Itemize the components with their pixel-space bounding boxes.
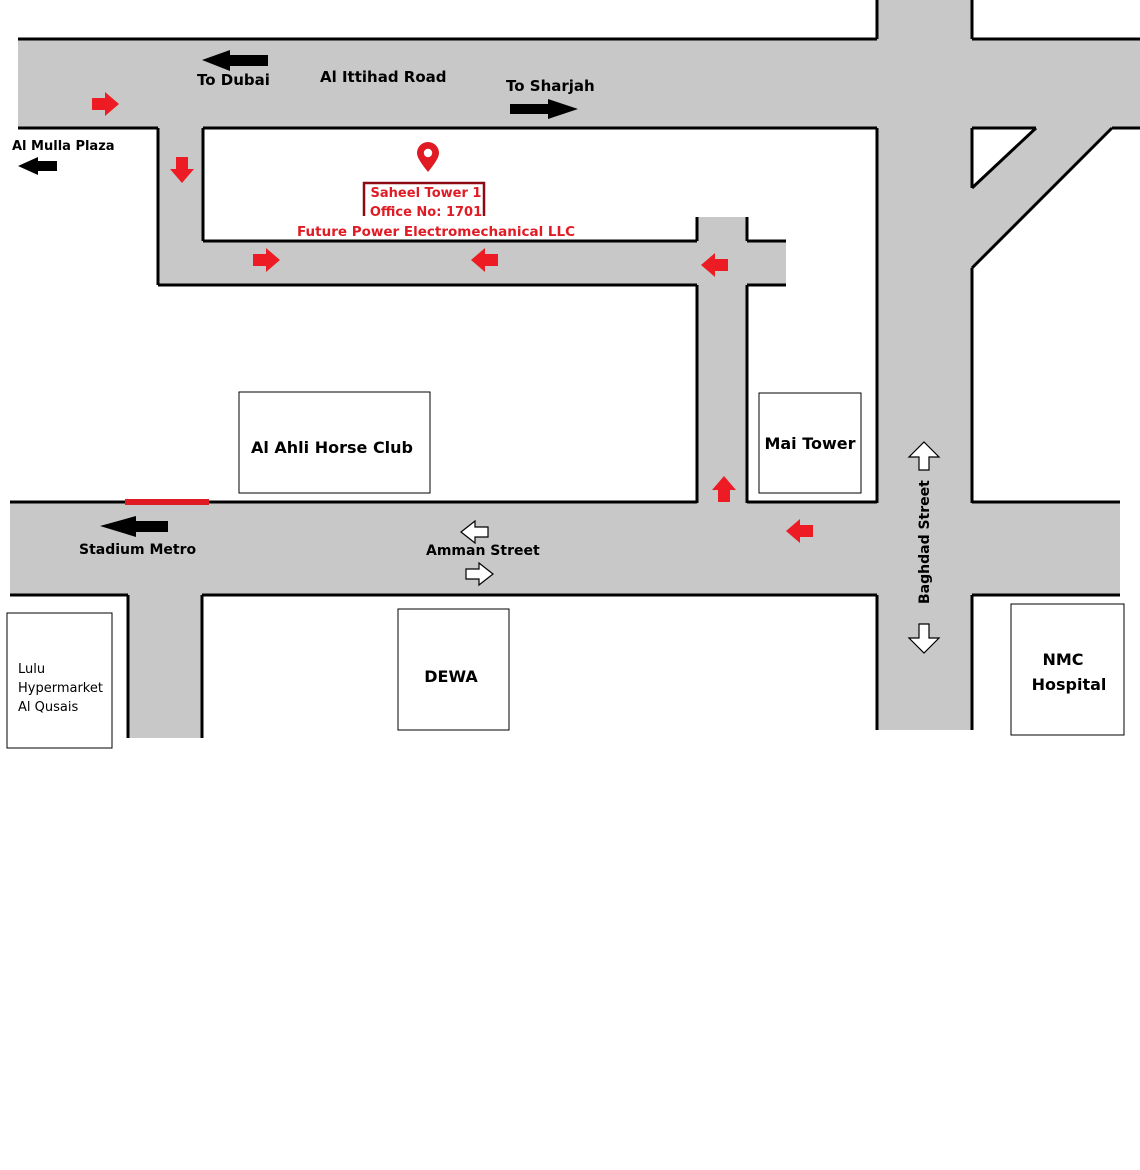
company-name: Future Power Electromechanical LLC xyxy=(297,224,575,240)
mai-tower-label: Mai Tower xyxy=(764,434,855,453)
red-arrow-icon xyxy=(701,253,728,277)
red-arrow-icon xyxy=(786,519,813,543)
black-arrow-icon xyxy=(202,50,268,71)
lulu-label-line-2: Hypermarket xyxy=(18,681,103,696)
direction-arrows xyxy=(18,50,578,537)
red-arrow-icon xyxy=(92,92,119,116)
route-arrows xyxy=(92,92,813,543)
nmc-building xyxy=(1010,603,1125,736)
landmark-buildings xyxy=(6,391,1125,749)
to-dubai-label: To Dubai xyxy=(197,71,270,89)
dewa-label: DEWA xyxy=(424,667,478,686)
office-box xyxy=(362,181,486,216)
white-arrow-icon xyxy=(460,519,489,545)
lulu-label-line-1: Lulu xyxy=(18,662,45,677)
destination-marker[interactable] xyxy=(417,142,439,172)
red-arrow-icon xyxy=(712,476,736,502)
mai-tower-building xyxy=(758,392,862,494)
office-number: Office No: 1701 xyxy=(370,205,482,220)
two-way-arrows xyxy=(460,441,941,654)
red-arrow-icon xyxy=(170,157,194,183)
al-mulla-plaza-label: Al Mulla Plaza xyxy=(12,139,115,154)
red-arrow-icon xyxy=(471,248,498,272)
service-road xyxy=(158,241,786,285)
amman-street-label: Amman Street xyxy=(426,543,540,559)
nmc-label-line-1: NMC xyxy=(1042,650,1083,669)
office-building-name: Saheel Tower 1 xyxy=(371,186,482,201)
al-ittihad-road-label: Al Ittihad Road xyxy=(320,68,447,86)
white-arrow-icon xyxy=(465,561,494,587)
south-road xyxy=(128,595,202,738)
red-arrow-icon xyxy=(253,248,280,272)
black-arrow-icon xyxy=(100,516,168,537)
to-sharjah-label: To Sharjah xyxy=(506,77,595,95)
nmc-label-line-2: Hospital xyxy=(1032,675,1107,694)
horse-club-building xyxy=(238,391,431,494)
stadium-metro-label: Stadium Metro xyxy=(79,542,196,558)
amman-street xyxy=(10,503,1120,595)
lulu-label-line-3: Al Qusais xyxy=(18,700,78,715)
black-arrow-icon xyxy=(18,157,57,175)
horse-club-label: Al Ahli Horse Club xyxy=(251,438,413,457)
metro-entrance-marker xyxy=(125,499,209,505)
road-surfaces xyxy=(10,0,1140,738)
black-arrow-icon xyxy=(510,99,578,119)
dewa-building xyxy=(397,608,510,731)
baghdad-street-label: Baghdad Street xyxy=(917,480,933,604)
white-arrow-icon xyxy=(907,623,941,654)
white-arrow-icon xyxy=(907,441,941,471)
map-pin-hole xyxy=(423,148,433,158)
baghdad-street xyxy=(877,0,972,730)
lulu-building xyxy=(6,612,113,749)
road-edges xyxy=(10,0,1140,738)
